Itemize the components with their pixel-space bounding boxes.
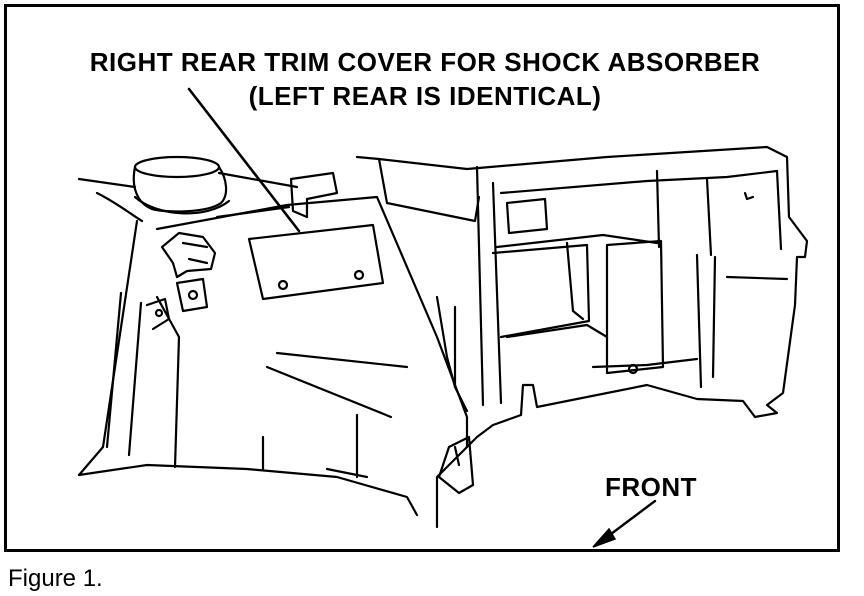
trunk-interior-illustration <box>77 87 809 548</box>
rear-shelf-inner <box>775 169 783 251</box>
rear-shelf-inner <box>695 253 703 389</box>
panel-crease <box>265 365 393 419</box>
latch-bracket <box>437 435 475 495</box>
fastener-hole <box>627 363 639 375</box>
rear-shelf-inner <box>495 233 659 249</box>
callout-subtitle: (LEFT REAR IS IDENTICAL) <box>248 81 602 111</box>
upper-panel-edge <box>95 191 144 223</box>
quarter-panel-inner <box>105 291 123 449</box>
rear-shelf-inner <box>711 255 717 379</box>
callout-leader-line <box>187 87 301 233</box>
top-tab <box>289 171 339 219</box>
rear-shelf-inner <box>505 323 609 339</box>
rear-shelf-inner <box>505 197 549 235</box>
figure-frame: RIGHT REAR TRIM COVER FOR SHOCK ABSORBER… <box>4 4 840 552</box>
rear-shelf-inner <box>565 241 585 321</box>
panel-crease <box>275 351 409 369</box>
rear-shelf-inner <box>475 165 485 407</box>
rear-shelf-inner <box>655 169 661 249</box>
callout-title: RIGHT REAR TRIM COVER FOR SHOCK ABSORBER <box>89 47 761 77</box>
front-arrow-head <box>592 527 617 548</box>
latch-bracket <box>453 445 461 467</box>
front-direction-label: FRONT <box>605 472 698 502</box>
rear-shelf-inner <box>705 177 713 257</box>
trim-cover <box>247 223 385 301</box>
upper-panel-edge <box>77 177 137 189</box>
quarter-panel-outline <box>77 219 139 477</box>
rear-shelf-inner <box>491 181 503 405</box>
figure-caption: Figure 1. <box>8 565 103 592</box>
rear-shelf-inner <box>491 243 591 339</box>
rear-shelf-inner <box>591 357 699 369</box>
rear-shelf-outline <box>355 145 809 449</box>
rear-shelf-inner <box>435 295 469 413</box>
mounting-bracket <box>145 231 217 331</box>
quarter-panel-inner <box>155 295 181 469</box>
fastener-hole <box>743 191 755 201</box>
quarter-panel-inner <box>127 301 143 457</box>
rear-shelf-inner <box>605 239 665 375</box>
wheel-well-dome <box>132 155 231 215</box>
panel-crease <box>325 467 369 479</box>
quarter-panel-bottom <box>77 463 419 517</box>
rear-shelf-inner <box>499 169 779 195</box>
rear-shelf-inner <box>725 275 789 281</box>
